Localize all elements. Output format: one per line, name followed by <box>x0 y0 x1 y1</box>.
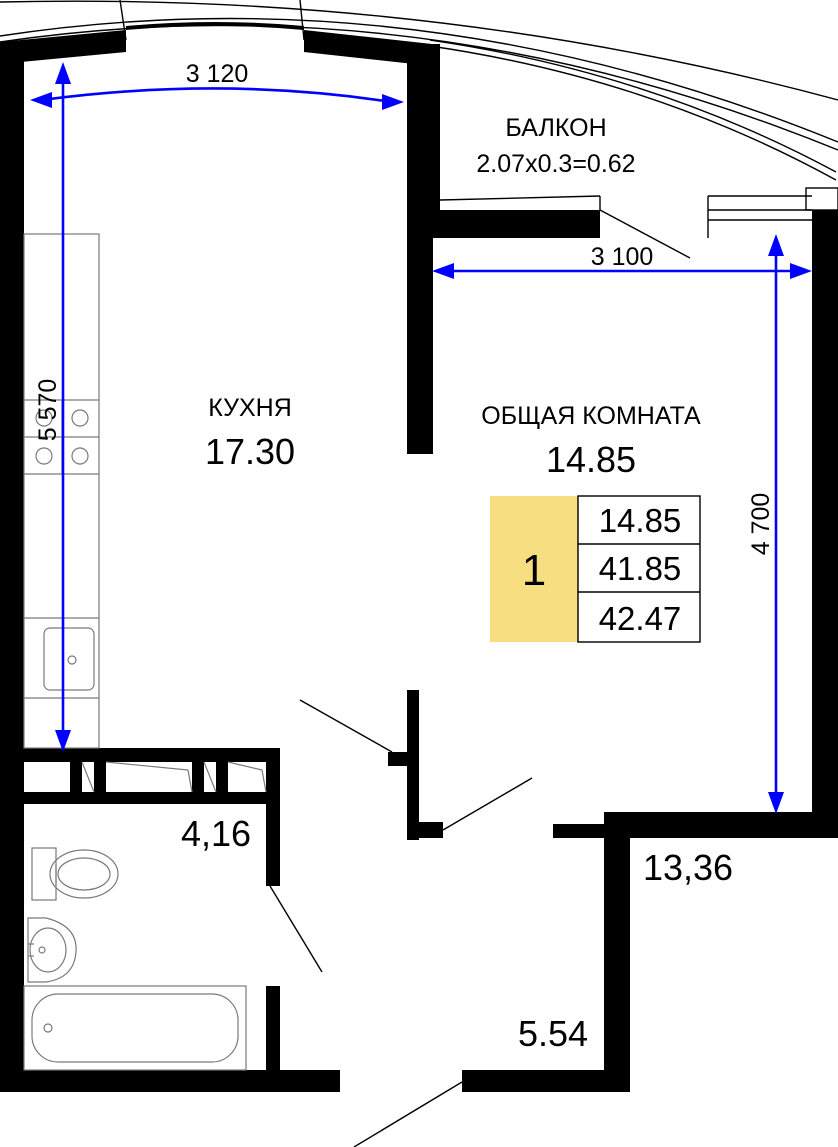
toilet-icon <box>31 847 119 901</box>
room-width-label: 3 100 <box>591 243 654 271</box>
total-with-balcony-value: 42.47 <box>599 600 682 637</box>
dimension-lines <box>30 62 812 814</box>
curved-facade <box>0 0 838 181</box>
total-area-value: 41.85 <box>599 550 682 587</box>
room-count: 1 <box>522 546 546 595</box>
stove-burner-icon <box>35 409 53 427</box>
kitchen-area: 17.30 <box>205 431 295 472</box>
stove-burner-icon <box>71 447 89 465</box>
balcony: БАЛКОН 2.07x0.3=0.62 <box>439 114 838 259</box>
living-area-value: 14.85 <box>599 502 682 539</box>
kitchen-length-label: 5 570 <box>34 379 62 442</box>
bathtub-icon <box>23 985 247 1071</box>
kitchen-counter <box>23 233 100 749</box>
walls <box>0 22 838 1092</box>
bathroom-fixtures <box>23 761 267 1071</box>
summary-badge: 1 14.85 41.85 42.47 <box>490 495 701 643</box>
washbasin-icon <box>27 917 77 983</box>
balcony-area-formula: 2.07x0.3=0.62 <box>476 150 635 178</box>
living-room-area: 14.85 <box>546 439 636 480</box>
adjacent-area: 13,36 <box>643 847 733 888</box>
sink-icon <box>43 627 95 691</box>
kitchen-door <box>299 699 393 753</box>
kitchen-name: КУХНЯ <box>208 394 292 422</box>
door-swings <box>269 699 533 1147</box>
room-count-cell <box>490 496 578 642</box>
corridor-area: 5.54 <box>518 1013 588 1054</box>
living-room-door <box>442 777 533 831</box>
bathroom-door <box>269 885 323 973</box>
kitchen-width-label: 3 120 <box>186 60 249 88</box>
stove-burner-icon <box>35 447 53 465</box>
stove-burner-icon <box>71 409 89 427</box>
entrance-door <box>353 1081 463 1147</box>
bathroom-area: 4,16 <box>181 813 251 854</box>
kitchen-width-line <box>41 87 393 104</box>
living-room-name: ОБЩАЯ КОМНАТА <box>481 402 701 430</box>
room-length-label: 4 700 <box>747 493 775 556</box>
balcony-label: БАЛКОН <box>505 114 606 142</box>
